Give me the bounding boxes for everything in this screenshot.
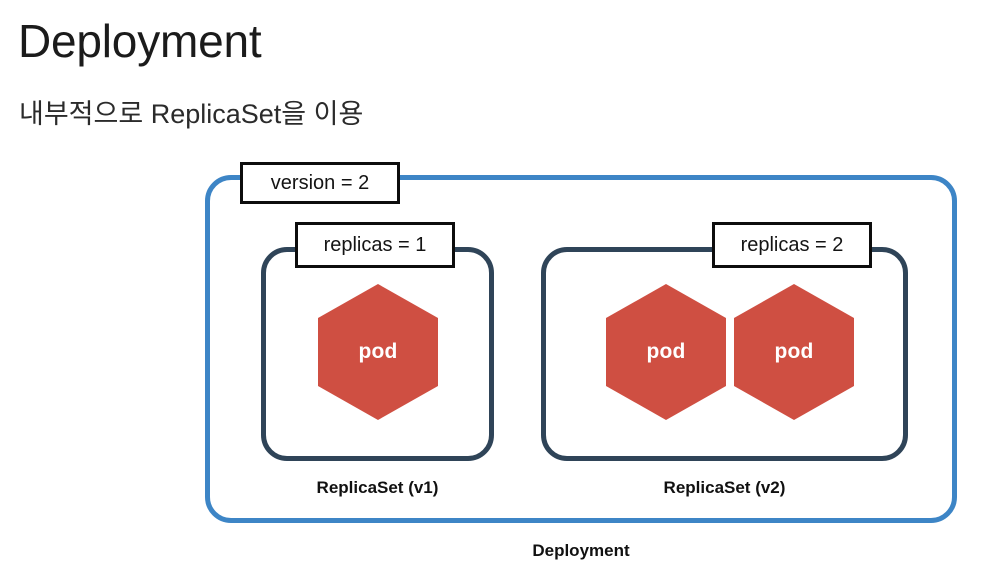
caption-replicaset-v1: ReplicaSet (v1) bbox=[316, 478, 439, 497]
pod-label: pod bbox=[774, 339, 814, 363]
caption-replicaset-v2: ReplicaSet (v2) bbox=[663, 478, 786, 497]
caption-deployment: Deployment bbox=[532, 541, 630, 560]
deployment-container bbox=[205, 175, 957, 523]
pod-label: pod bbox=[358, 339, 398, 363]
annotation-deployment-version: version = 2 bbox=[240, 162, 400, 204]
page-title: Deployment bbox=[18, 15, 262, 67]
annotation-replicaset-v1-replicas: replicas = 1 bbox=[295, 222, 455, 268]
annotation-replicaset-v2-replicas: replicas = 2 bbox=[712, 222, 872, 268]
page-subtitle: 내부적으로 ReplicaSet을 이용 bbox=[19, 99, 364, 129]
pod-label: pod bbox=[646, 339, 686, 363]
